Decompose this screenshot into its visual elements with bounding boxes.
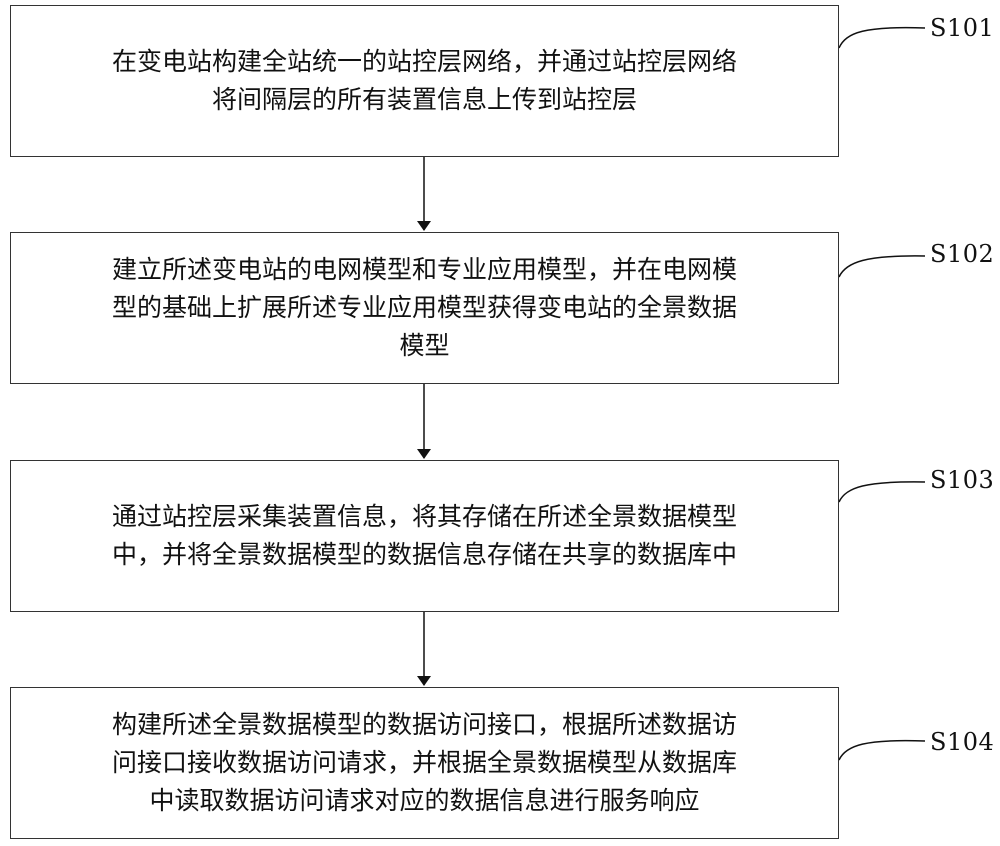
step-box-s101: 在变电站构建全站统一的站控层网络，并通过站控层网络 将间隔层的所有装置信息上传到… [10,5,839,157]
leader-curve-s101 [838,26,926,49]
step-text-line: 将间隔层的所有装置信息上传到站控层 [211,85,637,114]
step-text-line: 问接口接收数据访问请求，并根据全景数据模型从数据库 [111,748,737,777]
step-label-s102: S102 [930,240,995,268]
leader-curve-s102 [838,255,926,278]
step-box-s102: 建立所述变电站的电网模型和专业应用模型，并在电网模 型的基础上扩展所述专业应用模… [10,232,839,384]
leader-curve-s103 [838,481,926,503]
leader-curve-s104 [838,739,926,761]
step-text-line: 构建所述全景数据模型的数据访问接口，根据所述数据访 [111,710,737,739]
step-text-line: 中，并将全景数据模型的数据信息存储在共享的数据库中 [111,540,737,569]
step-text-line: 在变电站构建全站统一的站控层网络，并通过站控层网络 [111,47,737,76]
step-label-s104: S104 [930,728,995,756]
step-text-line: 建立所述变电站的电网模型和专业应用模型，并在电网模 [111,255,737,284]
step-text-line: 型的基础上扩展所述专业应用模型获得变电站的全景数据 [111,293,737,322]
step-label-s101: S101 [930,14,995,42]
step-text-line: 通过站控层采集装置信息，将其存储在所述全景数据模型 [111,502,737,531]
step-box-s103: 通过站控层采集装置信息，将其存储在所述全景数据模型 中，并将全景数据模型的数据信… [10,460,839,612]
step-box-s104: 构建所述全景数据模型的数据访问接口，根据所述数据访 问接口接收数据访问请求，并根… [10,687,839,839]
step-text-line: 模型 [399,331,450,360]
step-label-s103: S103 [930,466,995,494]
step-text-line: 中读取数据访问请求对应的数据信息进行服务响应 [149,786,700,815]
